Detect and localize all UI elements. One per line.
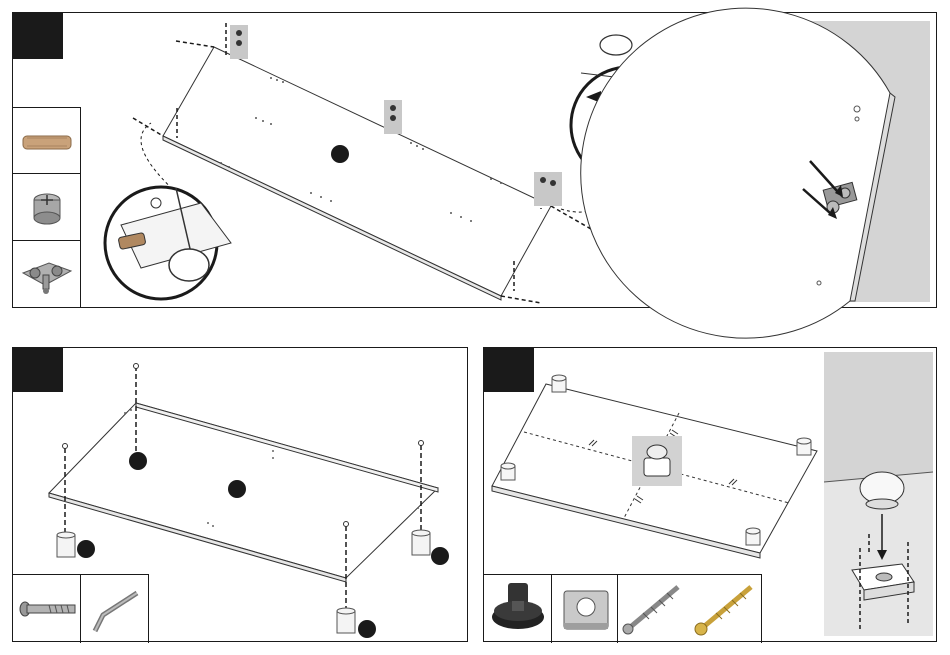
step-3-parts-row [484, 574, 762, 643]
adjustable-foot-base-icon [484, 575, 552, 643]
step-3-panel [483, 347, 937, 642]
part-cell-cam-lock [13, 174, 81, 241]
wood-screw-gold-icon [691, 575, 761, 643]
allen-key-icon [81, 575, 149, 643]
wooden-dowel-icon [13, 108, 81, 175]
part-cell-square-plate [552, 575, 618, 643]
step-2-parts-row [13, 574, 149, 643]
step-1-parts-column [13, 107, 81, 308]
cam-bolt-screw-icon [13, 575, 81, 643]
part-cell-dowel [13, 107, 81, 174]
step-1-board-marker [331, 145, 349, 163]
step-2-marker-4 [431, 547, 449, 565]
part-cell-hinge-plate [13, 241, 81, 308]
step-2-marker-3 [77, 540, 95, 558]
foot-mounting-detail-diagram [824, 352, 933, 636]
step-2-panel [12, 347, 468, 642]
step-2-marker-5 [358, 620, 376, 638]
part-cell-wood-screws [618, 575, 761, 643]
foot-mounting-detail-panel [824, 352, 933, 636]
foot-back [337, 608, 355, 633]
part-cell-cam-bolt [13, 575, 81, 643]
edge-fitting-closeup-panel [685, 21, 930, 302]
foot-front-left [57, 532, 75, 557]
fitting-highlight-3 [534, 172, 562, 206]
square-mounting-plate-icon [552, 575, 618, 643]
center-foot-fitting [644, 445, 670, 476]
part-cell-allen-key [81, 575, 149, 643]
cam-lock-fitting-icon [13, 174, 81, 241]
edge-fitting-closeup-diagram [685, 21, 930, 302]
hinge-plate-icon [13, 241, 81, 308]
step-1-panel [12, 12, 937, 308]
wood-screw-silver-icon [618, 575, 688, 643]
part-cell-foot-base [484, 575, 552, 643]
foot-front-right [412, 530, 430, 555]
step-3-board-diagram [484, 348, 814, 578]
step-1-number-box [13, 13, 63, 59]
